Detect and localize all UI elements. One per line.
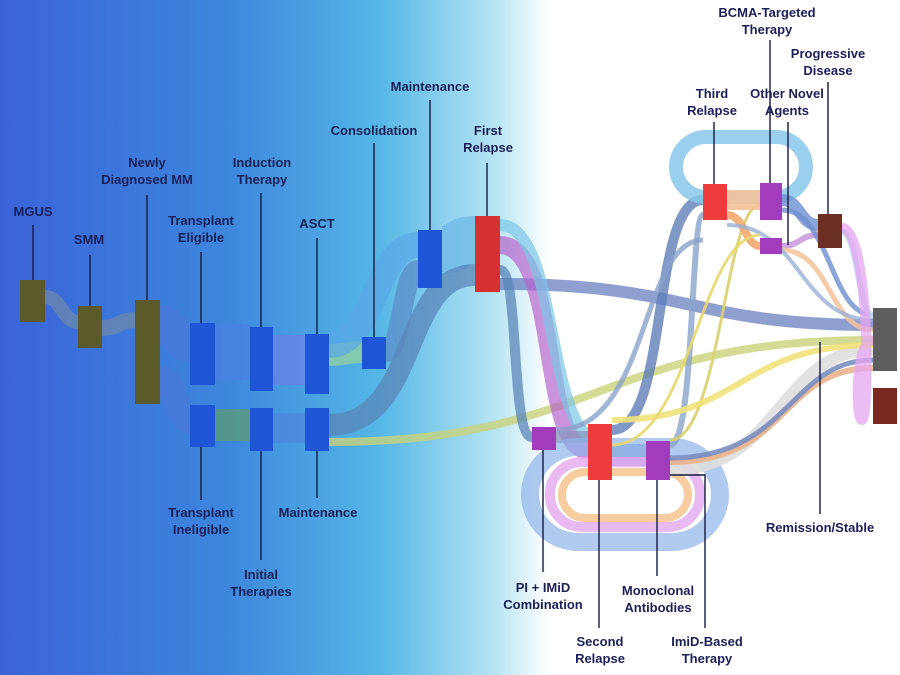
label-maintenance-upper: Maintenance <box>390 79 470 94</box>
leader-lines <box>32 40 829 628</box>
label-asct: ASCT <box>299 216 335 231</box>
leader-imid <box>670 474 706 628</box>
node-remission <box>873 308 897 371</box>
label-remission: Remission/Stable <box>765 520 875 535</box>
flow-newly-ineligible <box>155 365 195 433</box>
node-induction-therapy <box>250 327 273 391</box>
label-initial-therapies: Initial Therapies <box>230 567 292 599</box>
flow-newly-eligible <box>155 305 195 362</box>
label-newly-diagnosed: Newly Diagnosed MM <box>101 155 193 187</box>
label-pi-imid: PI + IMiD Combination <box>503 580 583 612</box>
label-first-relapse: First Relapse <box>463 123 513 155</box>
flow-mono-remission-blue <box>669 357 874 461</box>
flow-lower-maintenance-firstrelapse <box>328 264 477 436</box>
node-first-relapse <box>475 216 500 292</box>
node-other-novel <box>760 238 782 254</box>
label-imid-based: ImiD-Based Therapy <box>671 634 743 666</box>
label-third-relapse: Third Relapse <box>687 86 737 118</box>
node-newly-diagnosed <box>135 300 160 404</box>
label-transplant-ineligible: Transplant Ineligible <box>168 505 234 537</box>
label-progressive: Progressive Disease <box>790 46 866 78</box>
flow-mgus-smm <box>43 290 80 329</box>
flow-smm-newly <box>101 312 136 336</box>
flow-links <box>43 130 875 551</box>
node-transplant-ineligible <box>190 405 215 447</box>
label-bcma: BCMA-Targeted Therapy <box>718 5 816 37</box>
flow-bcma-progressive <box>780 194 820 231</box>
label-mgus: MGUS <box>13 204 53 219</box>
label-other-novel: Other Novel Agents <box>750 86 824 118</box>
label-smm: SMM <box>73 232 105 247</box>
flow-progressive-loop <box>840 223 875 426</box>
node-monoclonal <box>646 441 670 480</box>
flow-mono-bcma <box>669 203 761 442</box>
loop-second-relapse-outer <box>521 438 729 551</box>
node-maintenance-upper <box>418 230 442 288</box>
flow-pi-upper <box>555 237 704 433</box>
flow-firstrelapse-second-b <box>499 219 602 446</box>
flow-bcma-remission <box>781 207 874 318</box>
label-second-relapse: Second Relapse <box>575 634 625 666</box>
node-smm <box>78 306 102 348</box>
flow-firstrelapse-remission <box>499 278 874 331</box>
flow-other-remission <box>781 247 874 333</box>
node-outcome-dark <box>873 388 897 424</box>
node-transplant-eligible <box>190 323 215 385</box>
node-mgus <box>20 280 45 322</box>
node-maintenance-lower <box>305 408 329 451</box>
flow-third-remission <box>726 223 874 322</box>
node-pi-imid <box>532 427 556 450</box>
loop-second-relapse-mid <box>545 457 705 532</box>
node-third-relapse <box>703 184 727 220</box>
node-second-relapse <box>588 424 612 480</box>
nodes <box>20 183 897 480</box>
node-asct <box>305 334 329 394</box>
flow-consolidation-maintenance <box>381 260 423 362</box>
label-maintenance-lower: Maintenance <box>278 505 358 520</box>
loop-second-relapse-inner <box>558 468 692 522</box>
loop-third-relapse <box>669 130 813 204</box>
flow-maintenance-firstrelapse <box>440 216 477 274</box>
flow-mono-third <box>668 212 706 448</box>
flow-mono-remission-grey <box>669 344 874 476</box>
node-progressive <box>818 214 842 248</box>
flow-third-other <box>726 211 761 250</box>
flow-yellow-to-other <box>611 233 761 447</box>
label-consolidation: Consolidation <box>330 123 418 138</box>
label-monoclonal: Monoclonal Antibodies <box>621 583 695 615</box>
node-consolidation <box>362 337 386 369</box>
flow-firstrelapse-pi <box>497 265 535 442</box>
label-induction-therapy: Induction Therapy <box>232 155 292 187</box>
label-transplant-eligible: Transplant Eligible <box>168 213 234 245</box>
node-initial-therapies <box>250 408 273 451</box>
node-bcma <box>760 183 782 220</box>
flow-lower-maintenance-remission <box>328 336 874 446</box>
